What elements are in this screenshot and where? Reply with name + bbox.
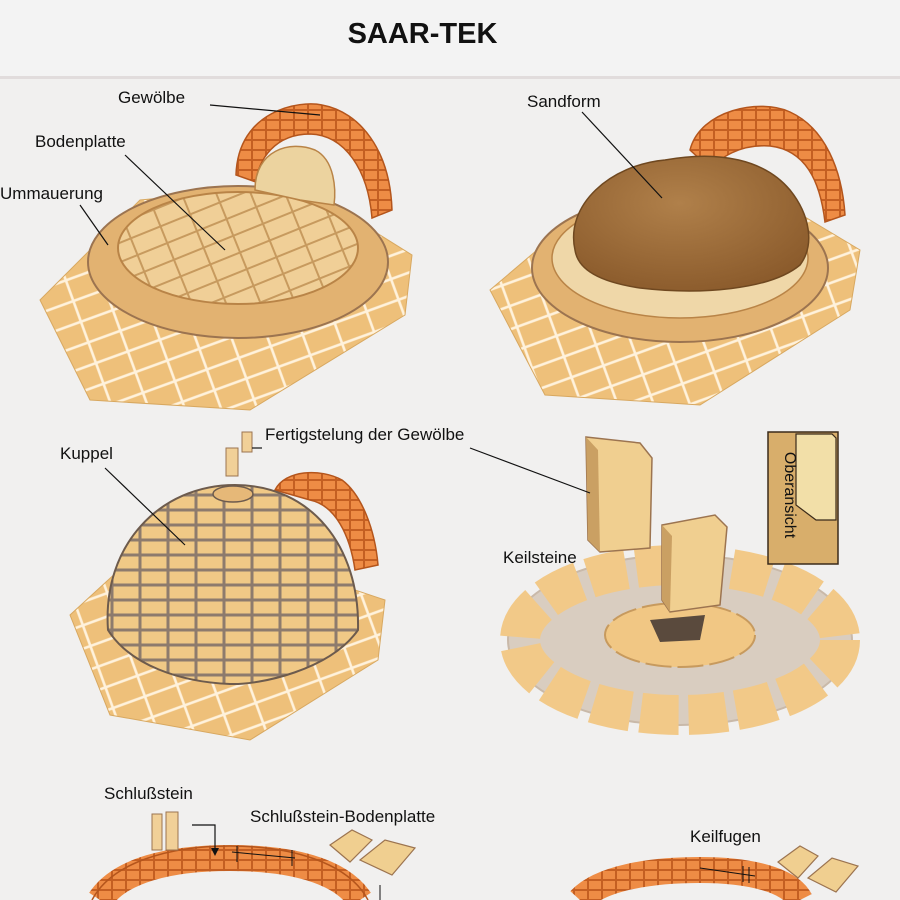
leader-sandform [581,111,663,199]
figure-sand-form [489,105,861,406]
label-ummauerung: Ummauerung [0,184,103,203]
label-gewoelbe: Gewölbe [118,88,186,107]
dim-line [699,867,756,877]
label-schlussstein-bodenplatte: Schlußstein-Bodenplatte [250,807,436,826]
figure-dome [69,431,386,741]
arrow-head [211,848,219,856]
leader-ummauerung [79,204,109,246]
dome-cap [212,485,254,503]
leader-gewoelbe [209,104,321,116]
keystone-top [241,431,253,453]
sand-mound [572,155,810,292]
page-title: SAAR-TEK [347,18,498,50]
figure-keystone-detail [89,811,860,900]
leader-lines [79,104,663,546]
arch-ring-right [570,856,812,900]
figure-base-plate [39,103,413,411]
dome-shell [106,483,360,686]
dim-line [231,851,296,859]
arch-ring-left-edge [91,845,369,900]
figure-wedge-stones [500,431,860,735]
header-band [0,0,900,79]
wedge-joint-stone-a [777,845,819,879]
floor-plate [117,191,359,305]
leader-kuppel [104,467,186,546]
arch-back [273,471,379,571]
keystone-small [225,447,239,477]
label-fertigstelung: Fertigstelung der Gewölbe [265,425,465,444]
label-bodenplatte: Bodenplatte [35,132,126,151]
stone-ring [500,545,860,735]
plate-stone-a [329,829,374,863]
arch-back [689,105,846,224]
plate-stone-b [358,839,417,876]
pointer-arrow [192,824,216,850]
keystone-brick-a [151,813,163,851]
top-view-stone [795,433,837,521]
arch-ring-left [89,844,371,900]
label-sandform: Sandform [527,92,601,111]
wedge-stone-side [662,525,672,612]
arch-back [235,103,393,220]
label-oberansicht: Oberansicht [781,451,799,539]
leader-bodenplatte [124,154,226,251]
center-hole [650,615,705,642]
opening-door [254,145,336,206]
wedge-stone-standing [661,514,728,613]
label-keilfugen: Keilfugen [690,827,761,846]
wedge-stone-floating-side [586,437,600,552]
label-kuppel: Kuppel [60,444,113,463]
label-schlussstein: Schlußstein [104,784,193,803]
wedge-joint-stone-b [806,857,860,893]
leader-keilsteine [469,447,591,494]
keystone-brick-b [165,811,179,851]
label-keilsteine: Keilsteine [503,548,577,567]
